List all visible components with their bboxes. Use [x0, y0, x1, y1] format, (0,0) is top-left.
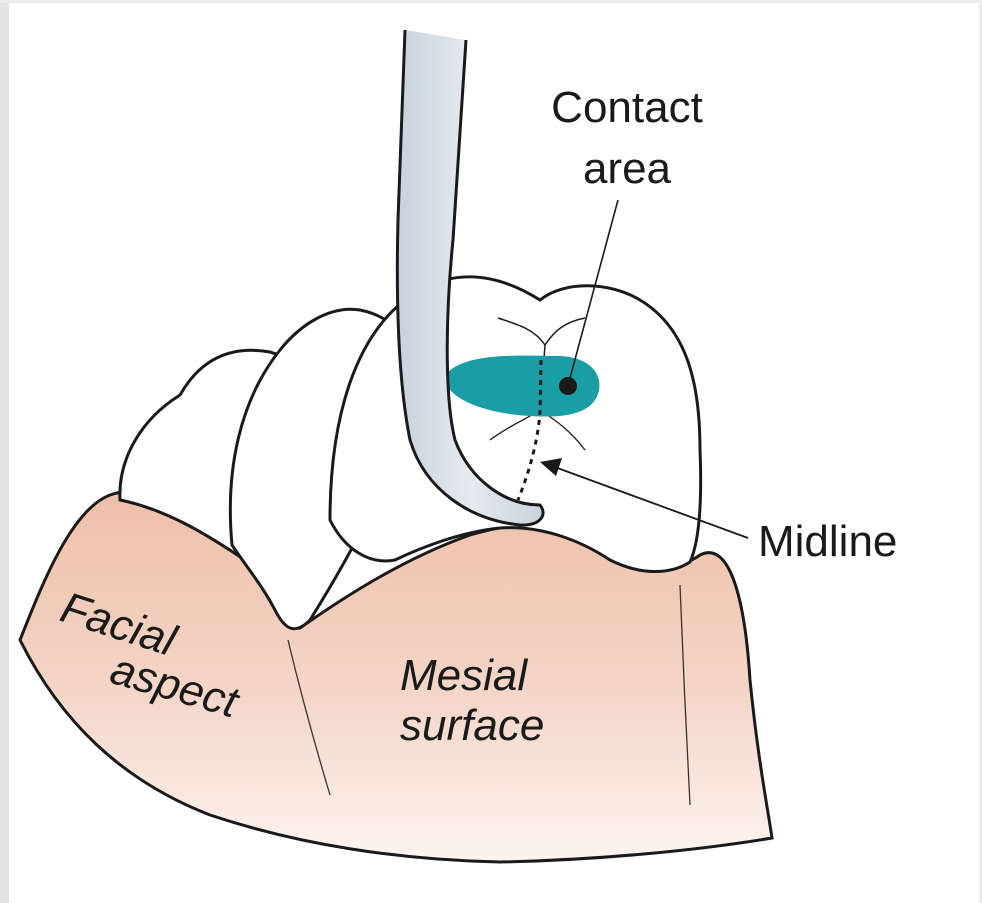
contact-point-dot — [559, 377, 577, 395]
label-contact-line2: area — [583, 144, 672, 193]
label-mesial-line2: surface — [400, 701, 544, 750]
label-contact-line1: Contact — [551, 83, 703, 132]
label-midline: Midline — [758, 517, 897, 566]
label-mesial-line1: Mesial — [400, 651, 528, 700]
